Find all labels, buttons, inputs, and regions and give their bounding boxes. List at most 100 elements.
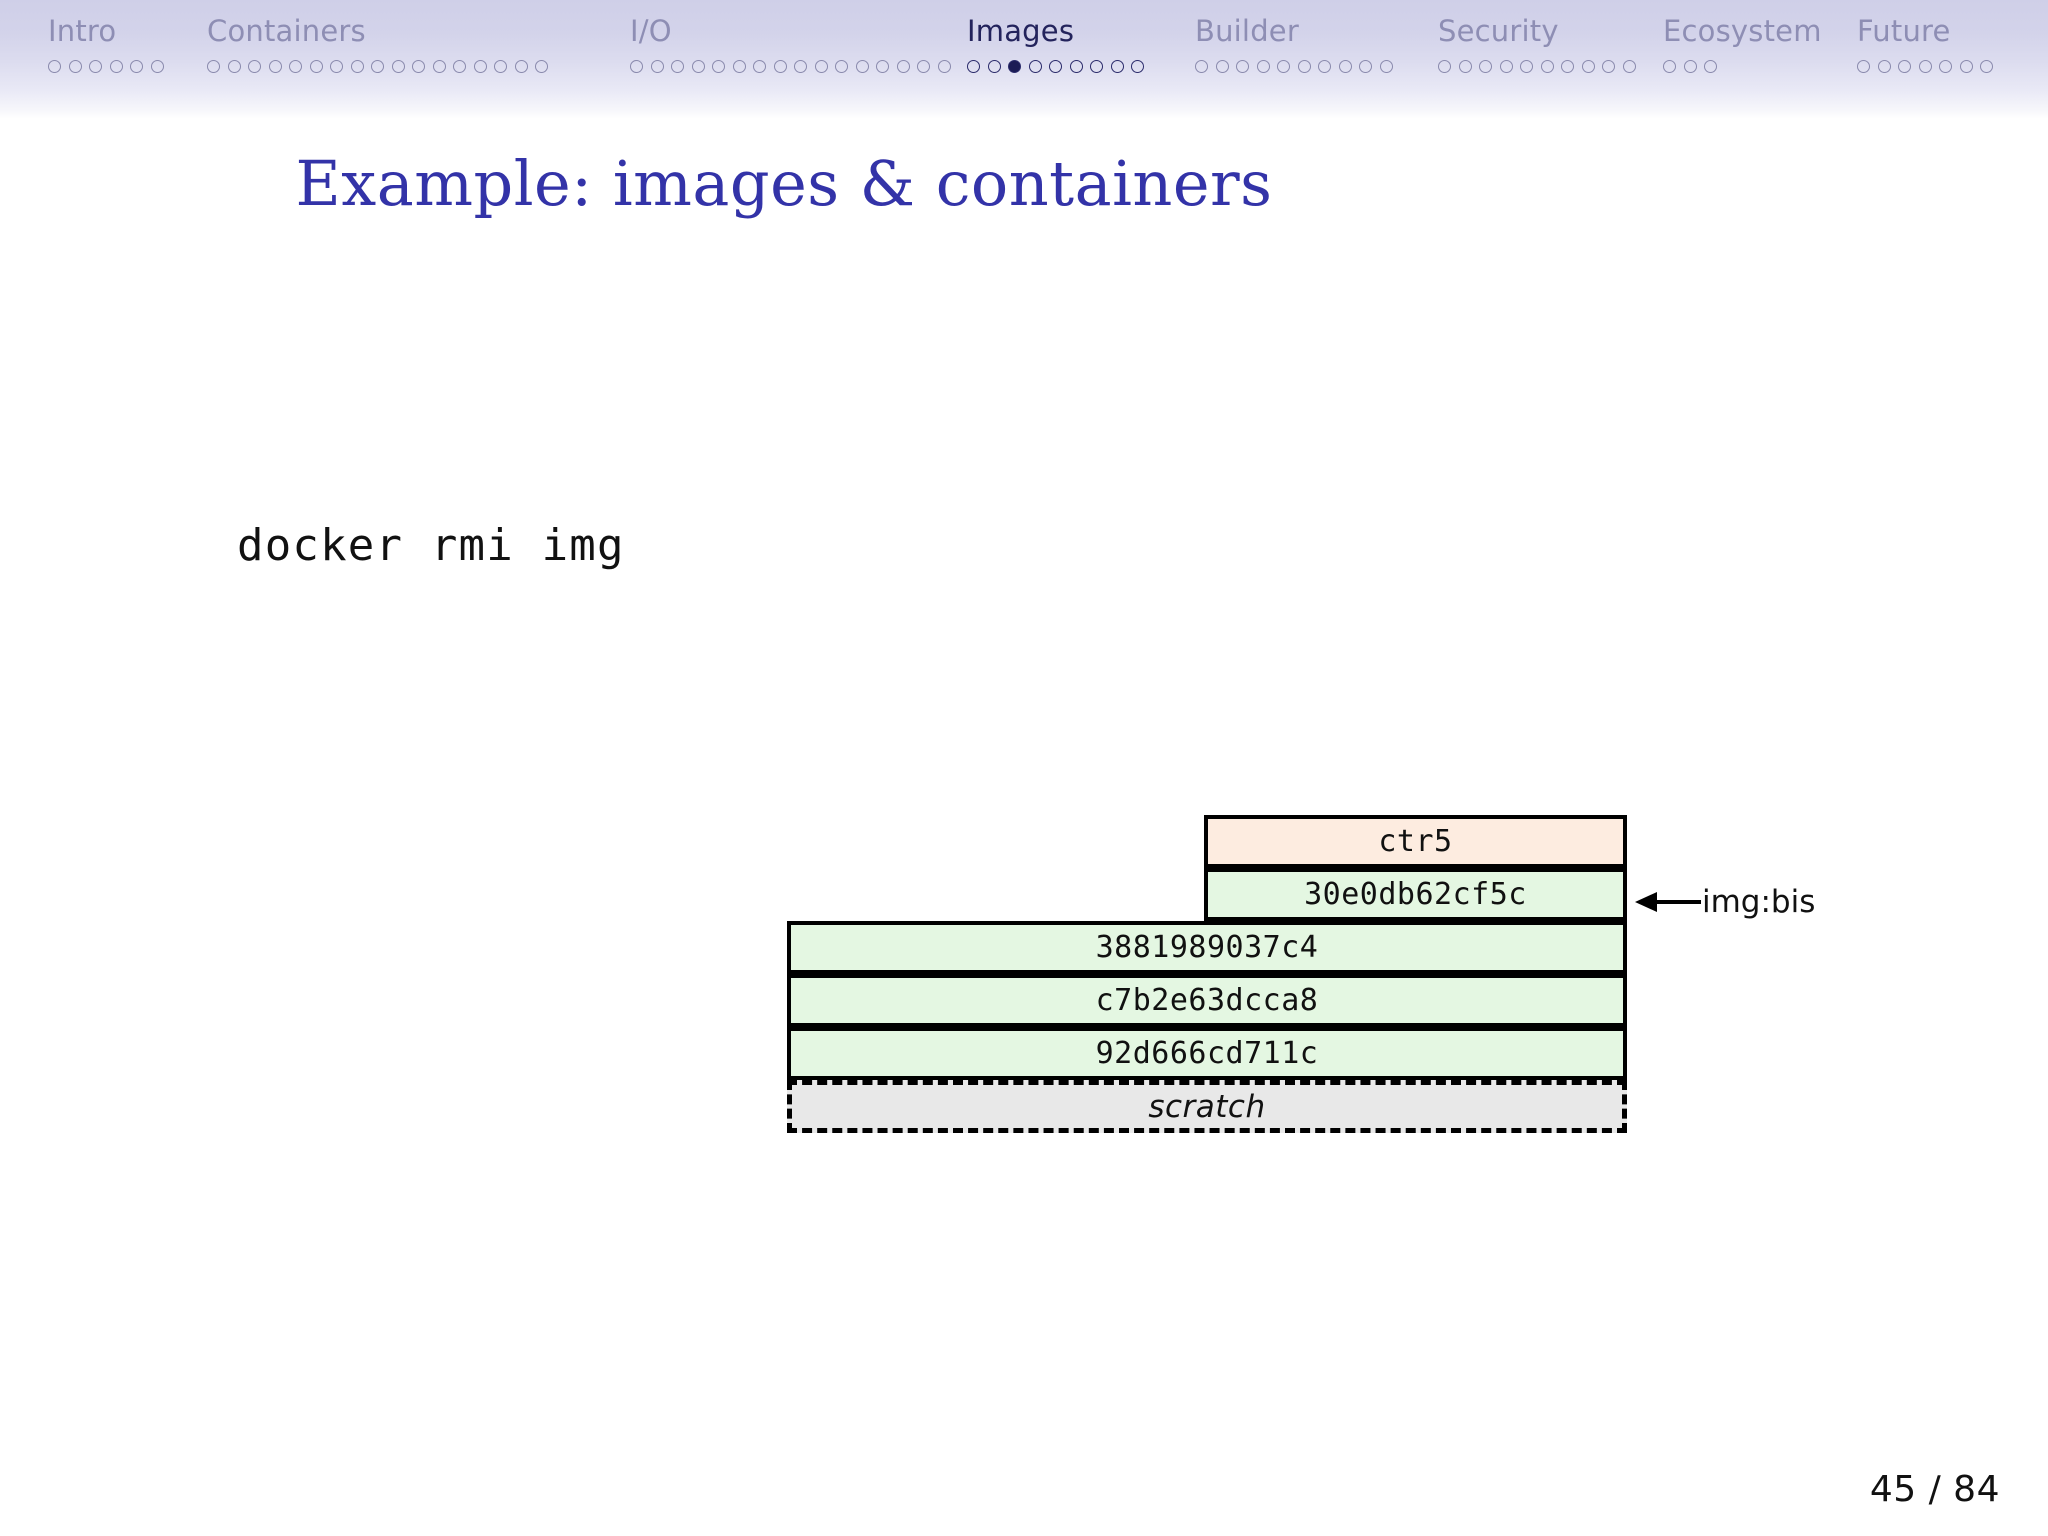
nav-dot[interactable] bbox=[732, 59, 746, 73]
nav-dot[interactable] bbox=[987, 59, 1001, 73]
nav-dot[interactable] bbox=[1704, 59, 1717, 73]
nav-dot[interactable] bbox=[1297, 59, 1311, 73]
nav-section-dots bbox=[207, 58, 548, 74]
nav-dot[interactable] bbox=[1602, 59, 1615, 73]
nav-section-ecosystem[interactable]: Ecosystem bbox=[1663, 14, 1822, 74]
nav-section-list: Intro Containers I/O Images Builder Security E… bbox=[0, 14, 2048, 86]
nav-dot[interactable] bbox=[109, 59, 123, 73]
nav-dot[interactable] bbox=[130, 59, 143, 73]
nav-section-i-o[interactable]: I/O bbox=[630, 14, 951, 74]
nav-dot[interactable] bbox=[1028, 59, 1042, 73]
page-title: Example: images & containers bbox=[295, 147, 1273, 220]
page-number: 45 / 84 bbox=[1869, 1469, 2000, 1510]
nav-dot[interactable] bbox=[1561, 59, 1574, 73]
nav-dot[interactable] bbox=[1090, 59, 1103, 73]
nav-section-containers[interactable]: Containers bbox=[207, 14, 548, 74]
nav-dot[interactable] bbox=[535, 59, 548, 73]
nav-dot[interactable] bbox=[494, 59, 507, 73]
nav-dot[interactable] bbox=[350, 59, 364, 73]
nav-dot[interactable] bbox=[1918, 59, 1932, 73]
nav-dot[interactable] bbox=[917, 59, 930, 73]
nav-dot[interactable] bbox=[68, 59, 82, 73]
nav-dot[interactable] bbox=[1959, 59, 1973, 73]
nav-dot[interactable] bbox=[48, 59, 61, 73]
nav-dot[interactable] bbox=[1069, 59, 1083, 73]
nav-dot[interactable] bbox=[1663, 59, 1676, 73]
nav-dot[interactable] bbox=[330, 59, 343, 73]
nav-section-label: I/O bbox=[630, 14, 672, 48]
nav-section-future[interactable]: Future bbox=[1857, 14, 1993, 74]
layer-box-92d666cd711c: 92d666cd711c bbox=[787, 1027, 1627, 1080]
nav-section-security[interactable]: Security bbox=[1438, 14, 1636, 74]
nav-dot[interactable] bbox=[794, 59, 807, 73]
nav-dot[interactable] bbox=[855, 59, 869, 73]
nav-dot[interactable] bbox=[1110, 59, 1124, 73]
nav-dot[interactable] bbox=[268, 59, 282, 73]
nav-dot[interactable] bbox=[248, 59, 261, 73]
nav-dot[interactable] bbox=[391, 59, 405, 73]
nav-dot[interactable] bbox=[1049, 59, 1062, 73]
nav-dot[interactable] bbox=[514, 59, 528, 73]
nav-dot[interactable] bbox=[309, 59, 323, 73]
nav-dot[interactable] bbox=[1622, 59, 1636, 73]
arrow-left-icon bbox=[1635, 892, 1701, 912]
nav-dot[interactable] bbox=[1338, 59, 1352, 73]
nav-dot[interactable] bbox=[1499, 59, 1513, 73]
nav-dot[interactable] bbox=[1520, 59, 1533, 73]
nav-dot[interactable] bbox=[289, 59, 302, 73]
nav-dot[interactable] bbox=[473, 59, 487, 73]
nav-dot[interactable] bbox=[773, 59, 787, 73]
nav-dot[interactable] bbox=[876, 59, 889, 73]
nav-dot[interactable] bbox=[650, 59, 664, 73]
nav-section-builder[interactable]: Builder bbox=[1195, 14, 1393, 74]
nav-dot[interactable] bbox=[1980, 59, 1993, 73]
nav-dot[interactable] bbox=[1277, 59, 1290, 73]
nav-dot-current[interactable] bbox=[1008, 59, 1021, 73]
nav-dot[interactable] bbox=[1683, 59, 1697, 73]
nav-dot[interactable] bbox=[1479, 59, 1492, 73]
nav-dot[interactable] bbox=[432, 59, 446, 73]
nav-dot[interactable] bbox=[712, 59, 725, 73]
nav-dot[interactable] bbox=[691, 59, 705, 73]
nav-dot[interactable] bbox=[671, 59, 684, 73]
nav-dot[interactable] bbox=[207, 59, 220, 73]
nav-dot[interactable] bbox=[1540, 59, 1554, 73]
nav-dot[interactable] bbox=[1256, 59, 1270, 73]
nav-dot[interactable] bbox=[150, 59, 164, 73]
nav-dot[interactable] bbox=[412, 59, 425, 73]
nav-dot[interactable] bbox=[1898, 59, 1911, 73]
nav-dot[interactable] bbox=[1438, 59, 1451, 73]
nav-section-label: Security bbox=[1438, 14, 1559, 48]
nav-dot[interactable] bbox=[630, 59, 643, 73]
nav-dot[interactable] bbox=[1939, 59, 1952, 73]
nav-section-label: Builder bbox=[1195, 14, 1299, 48]
nav-section-dots bbox=[48, 58, 164, 74]
nav-dot[interactable] bbox=[753, 59, 766, 73]
nav-section-intro[interactable]: Intro bbox=[48, 14, 164, 74]
nav-dot[interactable] bbox=[453, 59, 466, 73]
nav-section-images[interactable]: Images bbox=[967, 14, 1144, 74]
nav-dot[interactable] bbox=[1215, 59, 1229, 73]
nav-dot[interactable] bbox=[1359, 59, 1372, 73]
nav-dot[interactable] bbox=[1379, 59, 1393, 73]
nav-dot[interactable] bbox=[1581, 59, 1595, 73]
nav-section-dots bbox=[1663, 58, 1717, 74]
nav-dot[interactable] bbox=[1318, 59, 1331, 73]
nav-dot[interactable] bbox=[896, 59, 910, 73]
nav-dot[interactable] bbox=[967, 59, 980, 73]
nav-dot[interactable] bbox=[1877, 59, 1891, 73]
layer-box-scratch: scratch bbox=[787, 1080, 1627, 1133]
nav-section-label: Containers bbox=[207, 14, 366, 48]
nav-dot[interactable] bbox=[371, 59, 384, 73]
nav-dot[interactable] bbox=[835, 59, 848, 73]
nav-dot[interactable] bbox=[227, 59, 241, 73]
nav-dot[interactable] bbox=[1236, 59, 1249, 73]
slide-navigation-bar: Intro Containers I/O Images Builder Security E… bbox=[0, 0, 2048, 119]
nav-dot[interactable] bbox=[814, 59, 828, 73]
nav-dot[interactable] bbox=[1458, 59, 1472, 73]
nav-dot[interactable] bbox=[1857, 59, 1870, 73]
nav-dot[interactable] bbox=[937, 59, 951, 73]
nav-dot[interactable] bbox=[89, 59, 102, 73]
nav-dot[interactable] bbox=[1131, 59, 1144, 73]
nav-dot[interactable] bbox=[1195, 59, 1208, 73]
